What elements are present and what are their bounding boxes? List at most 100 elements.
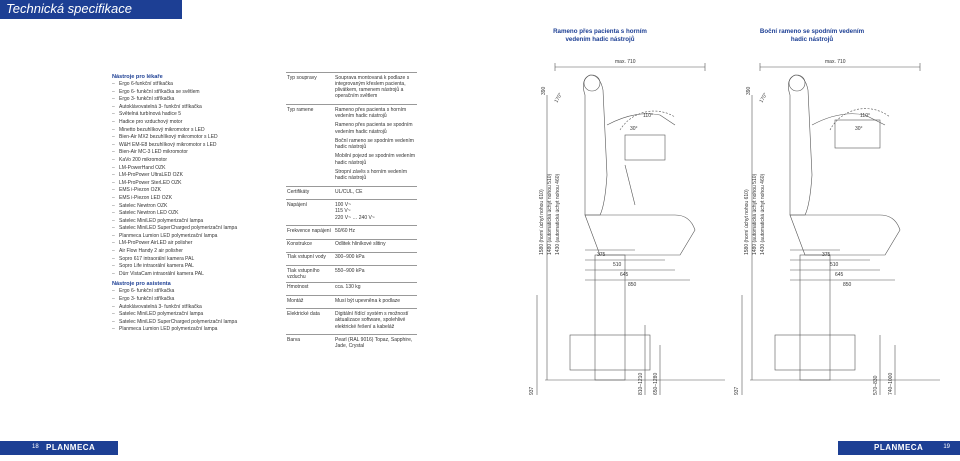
spec-value: 300–900 kPa — [334, 251, 417, 266]
tool-item: Satelec MiniLED polymerizační lampa — [112, 218, 282, 226]
spec-value-line: 550–900 kPa — [335, 267, 365, 274]
tool-item: LM-ProPower UltraLED OZK — [112, 172, 282, 180]
page-number-left: 18 — [32, 444, 39, 450]
spec-value-line: Rameno přes pacienta se spodním vedením … — [335, 122, 413, 135]
tool-item: LM-PowerHand OZK — [112, 165, 282, 173]
spec-key: Napájení — [286, 199, 334, 226]
spec-value-line: Mobilní pojezd se spodním vedením hadic … — [335, 153, 416, 166]
technical-drawing-overpatient: max. 710 390 170° 110° 30° 1580 (horní ú… — [529, 59, 725, 395]
tool-item: EMS i-Piezon LED OZK — [112, 195, 282, 203]
title-bar: Technická specifikace — [0, 0, 182, 19]
tool-item: Bien-Air MC-3 LED mikromotor — [112, 149, 282, 157]
tool-item: Ergo 6-funkční stříkačka — [112, 81, 282, 89]
spec-key: Tlak vstupního vzduchu — [286, 265, 334, 283]
dim-h1: 810–1210 — [638, 373, 644, 395]
page-title: Technická specifikace — [6, 1, 132, 16]
spec-key: Tlak vstupní vody — [286, 251, 334, 266]
dim-850: 850 — [843, 282, 852, 288]
spec-value-line: Odlitek hliníkové slitiny — [335, 241, 386, 248]
spec-value-line: 100 V~ 115 V~ 220 V~ … 240 V~ — [335, 201, 375, 221]
tool-item: EMS i-Piezon OZK — [112, 187, 282, 195]
spec-key: Hmotnost — [286, 281, 334, 296]
tool-item: Bien-Air MX2 bezuhlíkový mikromotor s LE… — [112, 134, 282, 142]
height-2: 1480 (automatická úchyt nohou 510) — [547, 174, 553, 255]
tool-item: Satelec MiniLED SuperCharged polymerizač… — [112, 319, 282, 327]
spec-value-line: UL/CUL, CE — [335, 188, 363, 195]
spec-value: Digitální řídící systém s možností aktua… — [334, 308, 417, 335]
tool-item: LM-ProPower AirLED air polisher — [112, 240, 282, 248]
dim-max: max. 710 — [825, 59, 846, 65]
technical-drawing-side-arm: max. 710 390 170° 110° 30° 1580 (horní ú… — [734, 59, 940, 395]
spec-value-line: 50/60 Hz — [335, 227, 356, 234]
spec-key: Frekvence napájení — [286, 225, 334, 240]
tool-item: LM-ProPower SterLED OZK — [112, 180, 282, 188]
spec-value-line: Stropní závěs s horním vedením hadic nás… — [335, 169, 407, 182]
assistant-tools-list: Ergo 6- funkční stříkačkaErgo 3- funkční… — [112, 288, 282, 334]
page-number-right: 19 — [943, 444, 950, 450]
spec-value: cca. 130 kg — [334, 281, 417, 296]
spec-key: Typ soupravy — [286, 71, 334, 105]
planmeca-logo: PLANMECA — [46, 443, 96, 452]
tools-heading-doctor: Nástroje pro lékaře — [112, 74, 163, 80]
spec-value-line: 300–900 kPa — [335, 254, 365, 261]
tool-item: Planmeca Lumion LED polymerizační lampa — [112, 233, 282, 241]
tool-item: W&H EM-E8 bezuhlíkový mikromotor s LED — [112, 142, 282, 150]
spec-value-line: cca. 130 kg — [335, 284, 361, 291]
spec-value: 50/60 Hz — [334, 225, 417, 240]
dim-h2: 740–1000 — [888, 373, 894, 395]
tool-item: Hadice pro vzduchový motor — [112, 119, 282, 127]
footer-right: PLANMECA 19 — [838, 441, 960, 455]
tool-item: Světelná turbínová hadice 5 — [112, 111, 282, 119]
spec-value: Pearl (RAL 9016) Topaz, Sapphire, Jade, … — [334, 334, 417, 354]
height-2: 1480 (automatická úchyt nohou 510) — [752, 174, 758, 255]
tool-item: Autoklávovatelná 3- funkční stříkačka — [112, 304, 282, 312]
height-1: 1580 (horní úchyt nohou 610) — [539, 189, 545, 255]
tools-list: Nástroje pro lékaře Ergo 6-funkční střík… — [112, 73, 282, 334]
spec-value-line: Digitální řídící systém s možností aktua… — [335, 310, 409, 330]
caption-side-arm: Boční rameno se spodním vedením hadic ná… — [759, 28, 865, 43]
dim-937: 937 — [529, 386, 535, 395]
tools-heading-assistant: Nástroje pro asistenta — [112, 281, 171, 288]
spec-key: Certifikáty — [286, 186, 334, 200]
tool-item: Minetto bezuhlíkový mikromotor s LED — [112, 127, 282, 135]
angle-110: 110° — [643, 113, 653, 119]
footer-left: 18 PLANMECA — [0, 441, 118, 455]
angle-170: 170° — [554, 92, 564, 104]
tool-item: Ergo 3- funkční stříkačka — [112, 96, 282, 104]
tool-item: Sopro Life intraorální kamera PAL — [112, 263, 282, 271]
spec-value: Rameno přes pacienta s horním vedením ha… — [334, 104, 417, 187]
tool-item: Autoklávovatelná 3- funkční stříkačka — [112, 104, 282, 112]
tool-item: Ergo 6- funkční stříkačka se světlem — [112, 89, 282, 97]
height-1: 1580 (horní úchyt nohou 610) — [744, 189, 750, 255]
tool-item: KaVo 200 mikromotor — [112, 157, 282, 165]
dim-h1: 570–830 — [873, 375, 879, 395]
tool-item: Dürr VistaCam intraorální kamera PAL — [112, 271, 282, 279]
dim-375: 375 — [597, 252, 606, 258]
angle-30: 30° — [855, 126, 863, 132]
height-3: 1430 (automatická úchyt nohou 460) — [760, 174, 766, 255]
dim-937: 937 — [734, 386, 740, 395]
tool-item: Ergo 3- funkční stříkačka — [112, 296, 282, 304]
spec-value-line: Souprava montovaná k podlaze s integrova… — [335, 74, 410, 100]
dim-645: 645 — [835, 272, 844, 278]
angle-30: 30° — [630, 126, 638, 132]
spec-value: Musí být upevněna k podlaze — [334, 295, 417, 309]
caption-overpatient-arm: Rameno přes pacienta s horním vedením ha… — [553, 28, 647, 43]
tool-item: Satelec Newtron LED OZK — [112, 210, 282, 218]
dim-510: 510 — [613, 262, 622, 268]
planmeca-logo: PLANMECA — [874, 443, 924, 452]
spec-value: Souprava montovaná k podlaze s integrova… — [334, 71, 417, 105]
tool-item: Air Flow Handy 2 air polisher — [112, 248, 282, 256]
spec-key: Typ ramene — [286, 104, 334, 187]
spec-key: Konstrukce — [286, 238, 334, 253]
